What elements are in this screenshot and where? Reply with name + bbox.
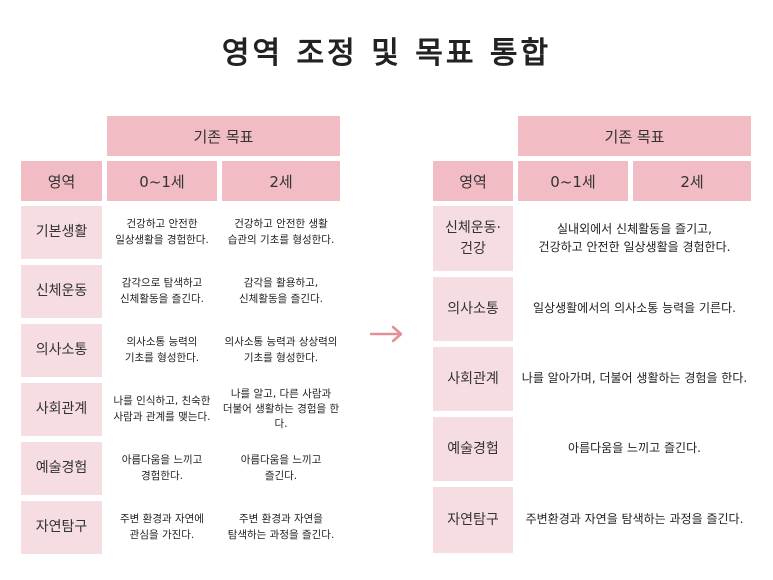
left-row-area: 사회관계 <box>21 383 102 436</box>
left-col-area: 영역 <box>21 161 102 201</box>
right-row-goal: 나를 알아가며, 더불어 생활하는 경험을 한다. <box>518 347 751 411</box>
left-row-age1: 건강하고 안전한 일상생활을 경험한다. <box>107 206 217 259</box>
left-row-age2: 의사소통 능력과 상상력의 기초를 형성한다. <box>222 324 340 377</box>
left-row-area: 신체운동 <box>21 265 102 318</box>
left-row-age1: 감각으로 탐색하고 신체활동을 즐긴다. <box>107 265 217 318</box>
left-col-age1: 0~1세 <box>107 161 217 201</box>
right-col-area: 영역 <box>433 161 513 201</box>
right-row-goal: 아름다움을 느끼고 즐긴다. <box>518 417 751 481</box>
right-col-age2: 2세 <box>633 161 751 201</box>
left-row-age1: 주변 환경과 자연에 관심을 가진다. <box>107 501 217 554</box>
left-row-age2: 아름다움을 느끼고 즐긴다. <box>222 442 340 495</box>
left-row-area: 예술경험 <box>21 442 102 495</box>
left-group-header: 기존 목표 <box>107 116 340 156</box>
right-row-goal: 실내외에서 신체활동을 즐기고, 건강하고 안전한 일상생활을 경험한다. <box>518 206 751 271</box>
right-row-area: 사회관계 <box>433 347 513 411</box>
right-col-age1: 0~1세 <box>518 161 628 201</box>
left-row-age1: 의사소통 능력의 기초를 형성한다. <box>107 324 217 377</box>
right-row-area: 신체운동· 건강 <box>433 206 513 271</box>
left-row-age2: 감각을 활용하고, 신체활동을 즐긴다. <box>222 265 340 318</box>
left-row-age2: 나를 알고, 다른 사람과 더불어 생활하는 경험을 한다. <box>222 383 340 436</box>
right-row-area: 의사소통 <box>433 277 513 341</box>
arrow-right-icon <box>369 322 404 348</box>
left-row-area: 의사소통 <box>21 324 102 377</box>
left-col-age2: 2세 <box>222 161 340 201</box>
right-row-goal: 주변환경과 자연을 탐색하는 과정을 즐긴다. <box>518 487 751 553</box>
left-row-age1: 나를 인식하고, 친숙한 사람과 관계를 맺는다. <box>107 383 217 436</box>
left-row-age2: 건강하고 안전한 생활 습관의 기초를 형성한다. <box>222 206 340 259</box>
left-row-area: 기본생활 <box>21 206 102 259</box>
page-title: 영역 조정 및 목표 통합 <box>221 36 552 71</box>
right-group-header: 기존 목표 <box>518 116 751 156</box>
right-row-goal: 일상생활에서의 의사소통 능력을 기른다. <box>518 277 751 341</box>
left-row-age2: 주변 환경과 자연을 탐색하는 과정을 즐긴다. <box>222 501 340 554</box>
right-row-area: 자연탐구 <box>433 487 513 553</box>
left-row-area: 자연탐구 <box>21 501 102 554</box>
right-row-area: 예술경험 <box>433 417 513 481</box>
left-row-age1: 아름다움을 느끼고 경험한다. <box>107 442 217 495</box>
